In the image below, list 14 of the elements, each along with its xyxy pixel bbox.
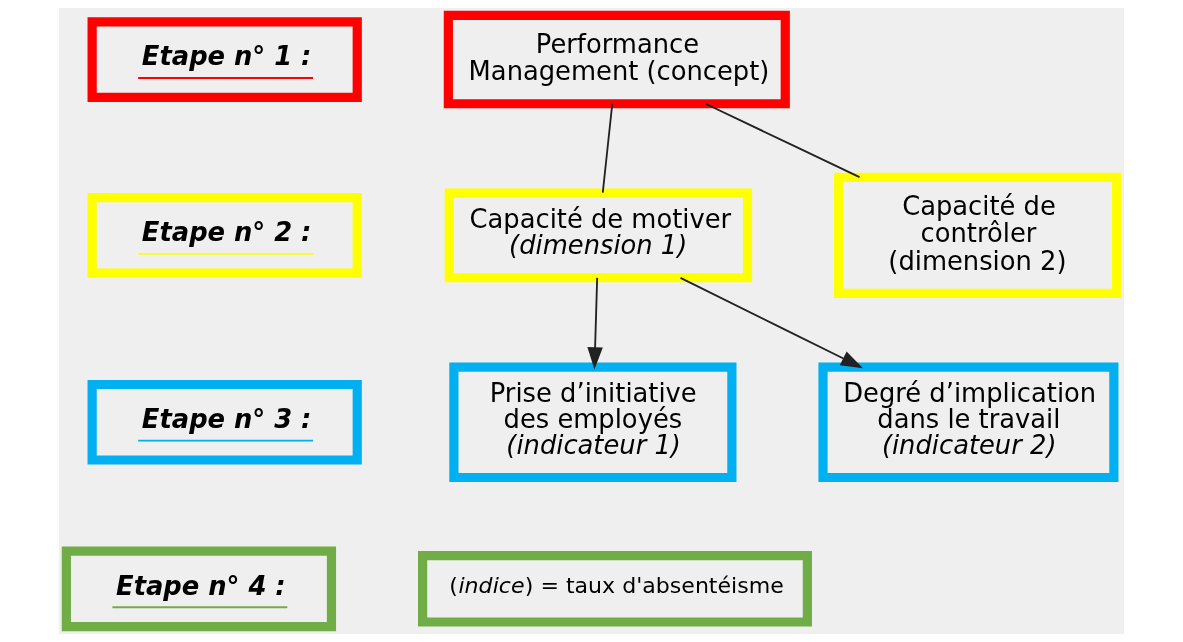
connector <box>601 103 614 194</box>
arrow <box>587 276 603 370</box>
node-box: Degré d’implication dans le travail (indicateur 2) <box>818 362 1119 483</box>
node-box: Etape n° 2 : <box>87 193 362 278</box>
node-box: Etape n° 4 : <box>61 546 337 632</box>
node-box: Etape n° 1 : <box>87 17 362 102</box>
connector <box>705 103 861 179</box>
node-box: Capacité de contrôler (dimension 2) <box>834 172 1122 298</box>
node-box: Capacité de motiver (dimension 1) <box>444 188 753 283</box>
node-box: Etape n° 3 : <box>87 379 362 465</box>
node-box: Prise d’initiative des employés (indicateur 1) <box>449 362 737 483</box>
node-box: Performance Management (concept) <box>443 10 790 109</box>
arrow <box>679 276 864 369</box>
node-box: (indice) = taux d'absentéisme <box>418 551 812 627</box>
